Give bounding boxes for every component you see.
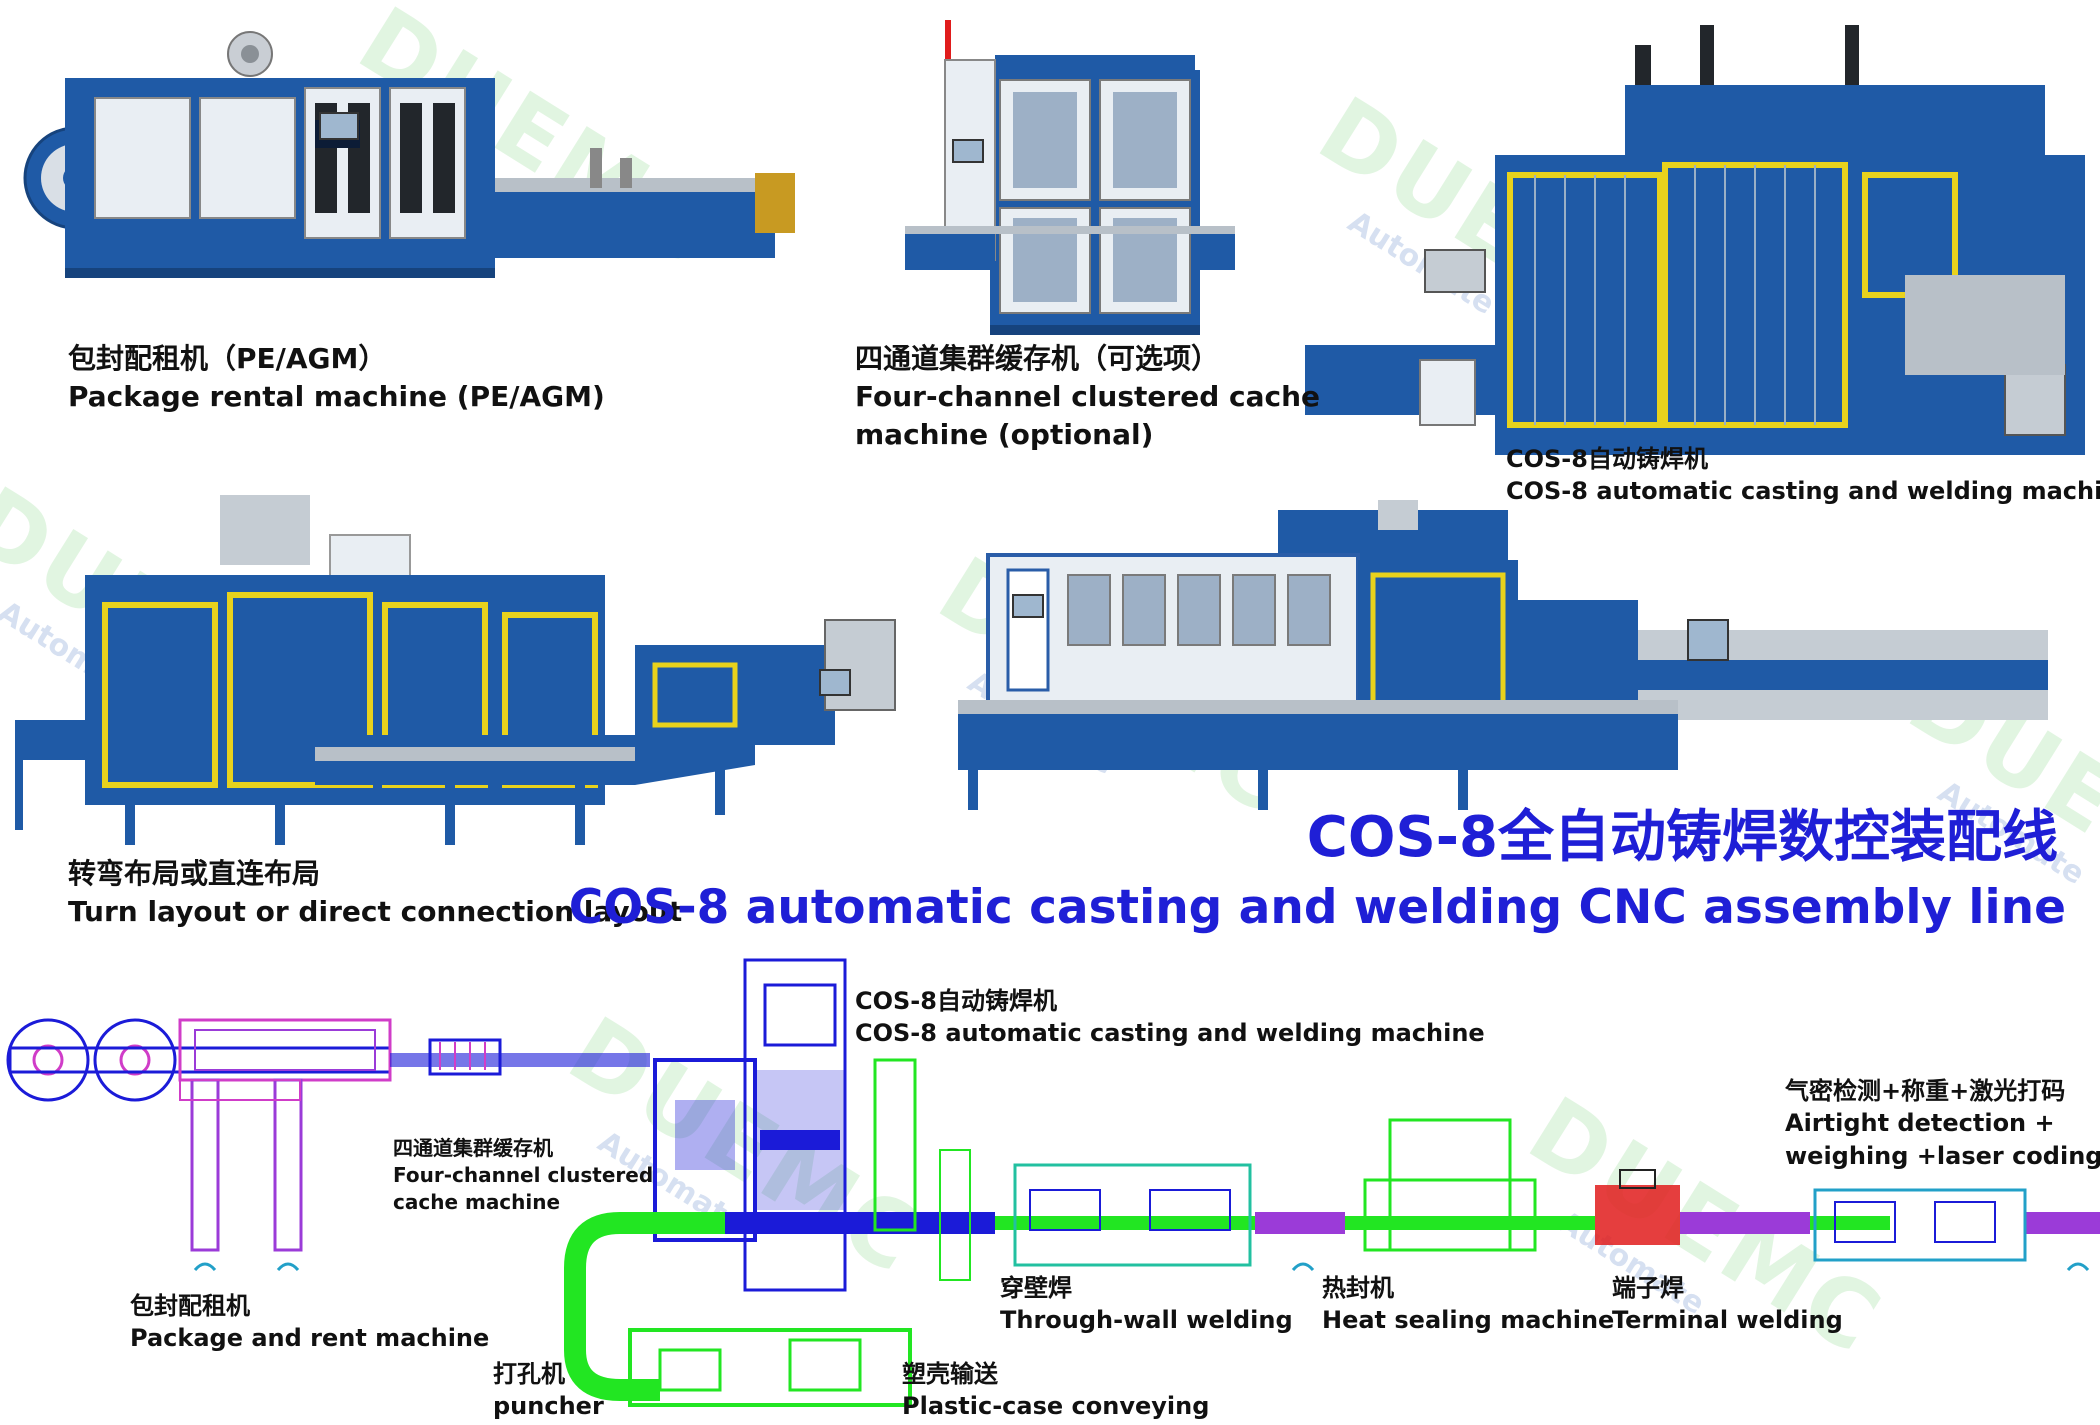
main-title-en: COS-8 automatic casting and welding CNC … xyxy=(568,880,2066,935)
label-zh: COS-8自动铸焊机 xyxy=(855,987,1057,1015)
caption-en: COS-8 automatic casting and welding mach… xyxy=(1506,477,2100,506)
layout-belt-purple xyxy=(1680,1212,1810,1234)
label-zh: 气密检测+称重+激光打码 xyxy=(1785,1077,2066,1105)
caption-zh: COS-8自动铸焊机 xyxy=(1506,445,1708,473)
turn-layout-machine-photo xyxy=(15,495,896,845)
layout-label-four-channel: 四通道集群缓存机 Four-channel clustered cache ma… xyxy=(393,1135,653,1216)
label-en: Plastic-case conveying xyxy=(902,1392,1210,1421)
label-en: COS-8 automatic casting and welding mach… xyxy=(855,1019,1485,1048)
layout-label-plastic-case: 塑壳输送 Plastic-case conveying xyxy=(902,1358,1209,1423)
caption-zh: 包封配租机（PE/AGM） xyxy=(68,342,387,375)
layout-label-puncher: 打孔机 puncher xyxy=(493,1358,604,1423)
package-rental-caption: 包封配租机（PE/AGM） Package rental machine (PE… xyxy=(68,340,605,416)
layout-label-package: 包封配租机 Package and rent machine xyxy=(130,1290,489,1355)
label-en: Terminal welding xyxy=(1612,1306,1843,1335)
layout-label-through-wall: 穿壁焊 Through-wall welding xyxy=(1000,1272,1293,1337)
label-zh: 包封配租机 xyxy=(130,1292,250,1320)
layout-label-terminal: 端子焊 Terminal welding xyxy=(1612,1272,1843,1337)
label-zh: 穿壁焊 xyxy=(1000,1274,1072,1302)
label-zh: 热封机 xyxy=(1322,1274,1394,1302)
turn-layout-caption: 转弯布局或直连布局 Turn layout or direct connecti… xyxy=(68,855,682,931)
caption-zh: 转弯布局或直连布局 xyxy=(68,857,321,890)
caption-zh: 四通道集群缓存机（可选项） xyxy=(855,342,1220,375)
layout-label-airtight: 气密检测+称重+激光打码 Airtight detection + weighi… xyxy=(1785,1075,2100,1172)
caption-en: Package rental machine (PE/AGM) xyxy=(68,379,605,413)
package-rental-machine-photo xyxy=(23,31,795,278)
label-en-line2: weighing +laser coding xyxy=(1785,1141,2100,1170)
label-zh: 塑壳输送 xyxy=(902,1360,998,1388)
layout-belt-green xyxy=(1810,1216,1890,1230)
four-channel-cache-machine-photo xyxy=(905,20,1235,335)
layout-label-heat-sealing: 热封机 Heat sealing machine xyxy=(1322,1272,1614,1337)
layout-belt-purple xyxy=(1255,1212,1345,1234)
label-en-line1: Airtight detection + xyxy=(1785,1109,2055,1138)
label-zh: 打孔机 xyxy=(493,1360,565,1388)
assembly-line-layout-diagram xyxy=(6,958,2100,1407)
label-en: Package and rent machine xyxy=(130,1324,490,1353)
four-channel-caption: 四通道集群缓存机（可选项） Four-channel clustered cac… xyxy=(855,340,1320,453)
cos8-machine-caption: COS-8自动铸焊机 COS-8 automatic casting and w… xyxy=(1506,443,2100,508)
label-en: puncher xyxy=(493,1392,604,1421)
layout-belt-green xyxy=(1345,1216,1595,1230)
full-assembly-line-photo xyxy=(958,500,2048,810)
label-en-line2: cache machine xyxy=(393,1190,561,1214)
caption-en-line1: Four-channel clustered cache xyxy=(855,379,1320,413)
caption-en-line2: machine (optional) xyxy=(855,417,1154,451)
main-title-zh: COS-8全自动铸焊数控装配线 xyxy=(1306,805,2058,870)
label-zh: 四通道集群缓存机 xyxy=(393,1136,553,1160)
layout-belt-green xyxy=(995,1216,1255,1230)
label-en: Through-wall welding xyxy=(1000,1306,1293,1335)
layout-main-belt xyxy=(725,1212,995,1234)
cos8-machine-photo xyxy=(1305,25,2085,455)
layout-label-cos8: COS-8自动铸焊机 COS-8 automatic casting and w… xyxy=(855,985,1485,1050)
layout-belt-purple xyxy=(2025,1212,2100,1234)
caption-en: Turn layout or direct connection layout xyxy=(68,894,683,928)
label-en: Heat sealing machine xyxy=(1322,1306,1615,1335)
label-en-line1: Four-channel clustered xyxy=(393,1163,654,1187)
label-zh: 端子焊 xyxy=(1612,1274,1684,1302)
